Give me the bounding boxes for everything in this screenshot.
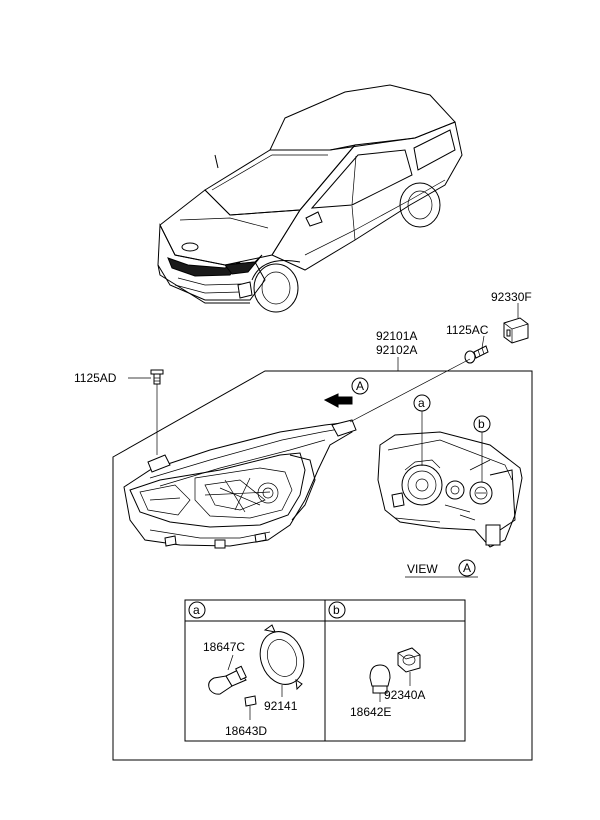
socket-92340A [397,647,421,673]
label-18643D: 18643D [225,724,267,738]
connector-92330F [503,317,529,344]
view-arrow [323,393,353,408]
label-92102A: 92102A [376,343,417,357]
headlamp-assembly [123,419,357,549]
label-92340A: 92340A [384,688,425,702]
callout-a: a [418,396,425,410]
label-1125AD: 1125AD [74,371,117,385]
detail-table [184,599,466,742]
car-illustration [157,84,463,313]
table-b-header: b [333,603,340,617]
table-a-header: a [193,603,200,617]
label-92101A: 92101A [376,329,417,343]
headlamp-rear-view [377,431,523,548]
view-label: VIEW [407,562,438,576]
table-b-circle [328,601,346,619]
screw-1125AD [150,369,164,385]
bulb-18647C [208,665,247,695]
callout-A: A [356,379,364,393]
screw-1125AC [464,345,489,364]
label-92141: 92141 [264,699,298,713]
cover-92141 [259,624,305,691]
label-1125AC: 1125AC [446,323,489,337]
view-callout-circle [458,559,476,577]
table-a-circle [188,601,206,619]
label-92330F: 92330F [491,290,532,304]
assembly-frame [112,370,533,761]
callout-b: b [478,417,485,431]
label-18647C: 18647C [203,640,245,654]
cap-18643D [244,695,257,707]
label-18642E: 18642E [350,705,391,719]
callout-A-circle [351,377,369,395]
view-callout-A: A [463,561,471,575]
